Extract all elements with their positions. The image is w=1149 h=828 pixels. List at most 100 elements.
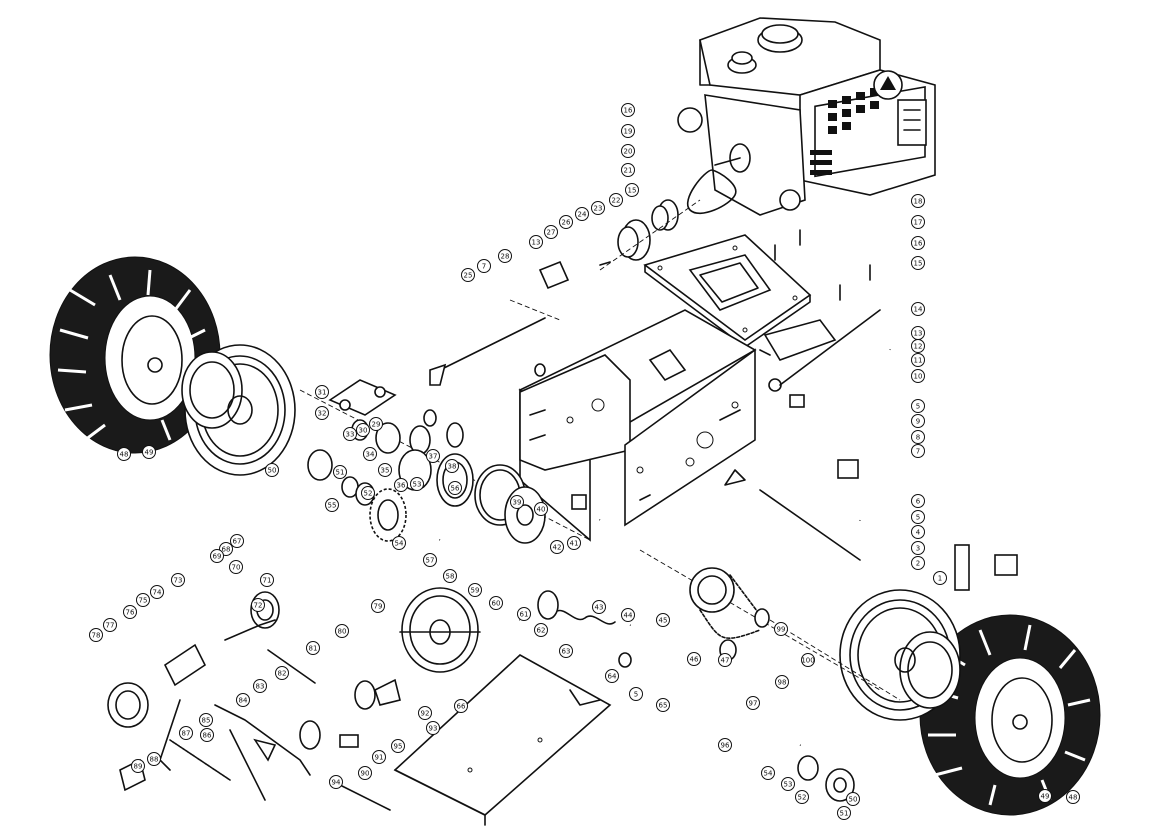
callout-circle xyxy=(605,669,619,683)
part-callout: 34 xyxy=(363,447,377,461)
part-callout: 53 xyxy=(410,477,424,491)
part-callout: 33 xyxy=(343,427,357,441)
part-callout: 3 xyxy=(911,541,925,555)
part-callout: 51 xyxy=(837,806,851,820)
callout-circle xyxy=(559,215,573,229)
callout-label: 27 xyxy=(547,229,556,237)
callout-label: 3 xyxy=(916,545,920,553)
part-callout: 64 xyxy=(605,669,619,683)
callout-label: 53 xyxy=(413,481,422,489)
part-callout: 10 xyxy=(911,369,925,383)
lower-axle xyxy=(518,590,855,802)
callout-circle xyxy=(621,144,635,158)
callout-circle xyxy=(325,498,339,512)
callout-label: 56 xyxy=(451,485,460,493)
callout-label: 5 xyxy=(916,403,920,411)
control-bracket xyxy=(724,309,881,561)
callout-circle xyxy=(609,193,623,207)
callout-circle xyxy=(229,560,243,574)
part-callout: 24 xyxy=(575,207,589,221)
callout-circle xyxy=(200,728,214,742)
callout-circle xyxy=(911,541,925,555)
left-rim xyxy=(181,344,296,476)
callout-label: 36 xyxy=(397,482,406,490)
part-callout: 100 xyxy=(801,653,815,667)
callout-circle xyxy=(89,628,103,642)
callout-label: 50 xyxy=(268,467,277,475)
callout-label: 25 xyxy=(464,272,473,280)
part-callout: 97 xyxy=(746,696,760,710)
part-callout: 86 xyxy=(200,728,214,742)
callout-circle xyxy=(718,738,732,752)
callout-label: 64 xyxy=(608,673,617,681)
part-callout: 9 xyxy=(911,414,925,428)
part-callout: 30 xyxy=(356,423,370,437)
callout-circle xyxy=(356,423,370,437)
callout-circle xyxy=(911,414,925,428)
part-callout: 98 xyxy=(775,675,789,689)
callout-circle xyxy=(911,556,925,570)
callout-circle xyxy=(801,653,815,667)
callout-circle xyxy=(454,699,468,713)
right-rim xyxy=(839,589,961,721)
part-callout: 83 xyxy=(253,679,267,693)
callout-label: 81 xyxy=(309,645,318,653)
part-callout: 45 xyxy=(656,613,670,627)
callout-circle xyxy=(358,766,372,780)
callout-label: 24 xyxy=(578,211,587,219)
callout-circle xyxy=(230,534,244,548)
left-wheel xyxy=(49,256,221,454)
handlebar xyxy=(857,297,1094,591)
callout-label: 40 xyxy=(537,506,546,514)
part-callout: 25 xyxy=(461,268,475,282)
callout-label: 75 xyxy=(139,597,148,605)
callout-label: 69 xyxy=(213,553,222,561)
callout-circle xyxy=(253,679,267,693)
callout-label: 91 xyxy=(375,754,384,762)
callout-circle xyxy=(529,235,543,249)
callout-circle xyxy=(448,481,462,495)
part-callout: 31 xyxy=(315,385,329,399)
part-callout: 19 xyxy=(621,124,635,138)
part-callout: 7 xyxy=(477,259,491,273)
part-callout: 42 xyxy=(550,540,564,554)
part-callout: 60 xyxy=(489,596,503,610)
callout-label: 2 xyxy=(916,560,920,568)
callout-label: 77 xyxy=(106,622,115,630)
callout-circle xyxy=(335,624,349,638)
main-frame xyxy=(518,309,757,542)
callout-label: 57 xyxy=(426,557,435,565)
callout-circle xyxy=(775,675,789,689)
part-callout: 16 xyxy=(621,103,635,117)
callout-circle xyxy=(418,706,432,720)
callout-label: 92 xyxy=(421,710,430,718)
callout-label: 7 xyxy=(916,448,920,456)
callout-circle xyxy=(394,478,408,492)
callout-circle xyxy=(544,225,558,239)
part-callout: 63 xyxy=(559,644,573,658)
callout-circle xyxy=(369,417,383,431)
callout-circle xyxy=(795,790,809,804)
callout-label: 60 xyxy=(492,600,501,608)
shift-rod xyxy=(429,260,611,386)
callout-label: 10 xyxy=(914,373,923,381)
part-callout: 74 xyxy=(150,585,164,599)
right-wheel xyxy=(919,614,1101,816)
callout-label: 52 xyxy=(798,794,807,802)
callout-label: 19 xyxy=(624,128,633,136)
callout-circle xyxy=(911,302,925,316)
callout-circle xyxy=(147,752,161,766)
part-callout: 77 xyxy=(103,618,117,632)
callout-circle xyxy=(210,549,224,563)
callout-label: 16 xyxy=(624,107,633,115)
part-callout: 21 xyxy=(621,163,635,177)
part-callout: 95 xyxy=(391,739,405,753)
callout-label: 80 xyxy=(338,628,347,636)
callout-label: 72 xyxy=(254,602,263,610)
callout-label: 13 xyxy=(532,239,541,247)
callout-label: 50 xyxy=(849,796,858,804)
callout-label: 8 xyxy=(916,434,920,442)
callout-circle xyxy=(378,463,392,477)
part-callout: 40 xyxy=(534,502,548,516)
